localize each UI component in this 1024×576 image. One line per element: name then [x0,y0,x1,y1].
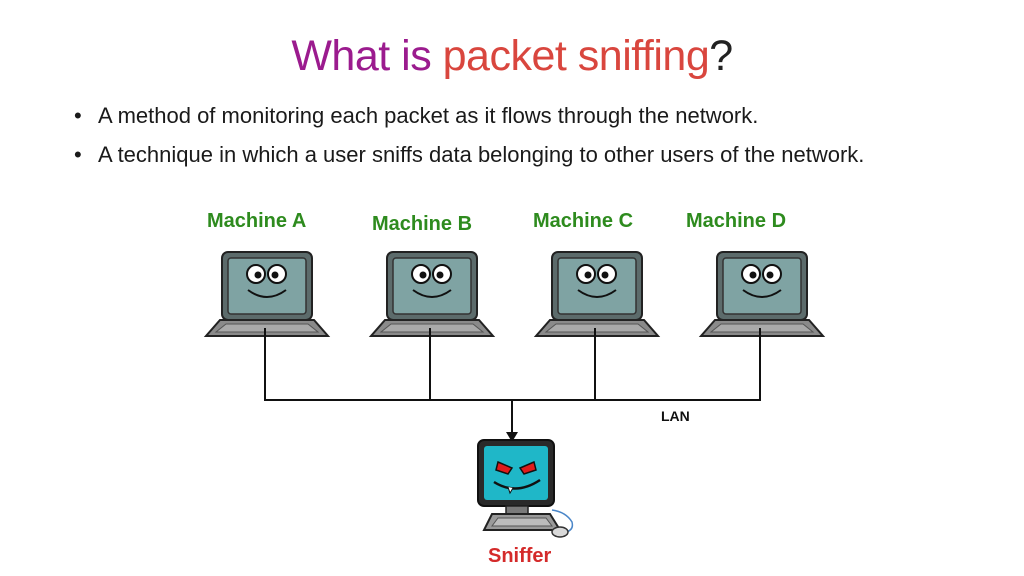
bullet-item: • A method of monitoring each packet as … [74,102,954,129]
sniffer-computer-icon [477,439,574,538]
machine-a-label: Machine A [207,210,307,232]
machine-c-laptop-icon [535,251,659,337]
bullet-text: A method of monitoring each packet as it… [98,103,759,128]
machine-b-laptop-icon [370,251,494,337]
page-title: What is packet sniffing? [0,28,1024,84]
title-question-mark: ? [709,32,733,80]
lan-wires [264,328,761,433]
sniffer-label: Sniffer [488,545,552,567]
machine-d-laptop-icon [700,251,824,337]
machine-b-label: Machine B [372,213,473,235]
machine-a-laptop-icon [205,251,329,337]
title-what-is: What is [291,32,443,80]
lan-label: LAN [661,408,690,424]
down-arrow-icon [506,432,518,442]
machine-d-label: Machine D [686,210,787,232]
bullet-dot: • [74,103,82,128]
bullet-item: • A technique in which a user sniffs dat… [74,141,954,168]
bullet-text: A technique in which a user sniffs data … [98,142,865,167]
title-packet-sniffing: packet sniffing [442,32,710,80]
bullet-list: • A method of monitoring each packet as … [74,102,954,180]
bullet-dot: • [74,142,82,167]
machine-c-label: Machine C [533,210,634,232]
